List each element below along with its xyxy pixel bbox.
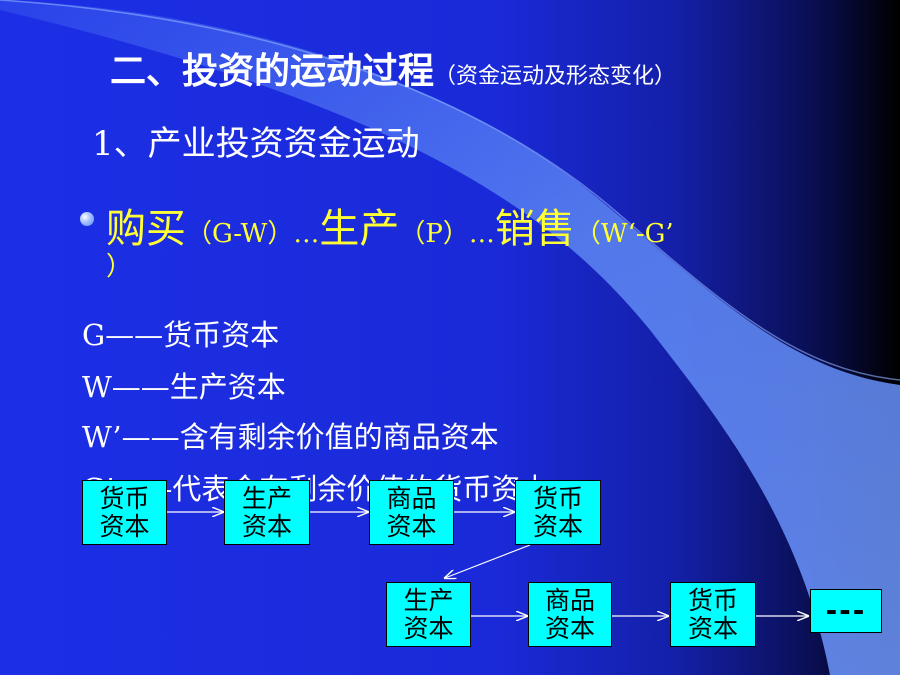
box-line: 商品: [544, 585, 595, 615]
box-line: 货币: [532, 483, 583, 513]
box-line: 资本: [241, 511, 292, 541]
flow-box-commodity-2: 商品 资本: [528, 582, 612, 647]
box-line: 资本: [386, 511, 437, 541]
bullet-line-2: ）: [106, 252, 133, 282]
flow-box-money-1: 货币 资本: [82, 480, 167, 545]
bullet-buy-code: （G-W）…: [186, 219, 320, 249]
flow-box-production-2: 生产 资本: [386, 582, 471, 647]
flow-box-money-2: 货币 资本: [515, 480, 601, 545]
flow-box-production-1: 生产 资本: [224, 480, 310, 545]
arrow-4: [445, 544, 531, 578]
flow-box-money-3: 货币 资本: [670, 582, 756, 647]
slide-title: 二、投资的运动过程（资金运动及形态变化）: [110, 42, 676, 94]
title-main: 二、投资的运动过程: [110, 51, 435, 92]
flow-box-continuation: ---: [810, 589, 882, 633]
box-line: 货币: [99, 483, 150, 513]
bullet-line-1: 购买（G-W）…生产（P）…销售（W‘-G’: [106, 196, 674, 254]
bullet-buy: 购买: [106, 206, 186, 252]
box-line: 生产: [241, 483, 292, 513]
box-line: 资本: [99, 511, 150, 541]
flow-box-commodity-1: 商品 资本: [369, 480, 454, 545]
bullet-sell: 销售: [494, 206, 575, 252]
box-line: 资本: [687, 613, 738, 643]
box-line: 商品: [386, 483, 437, 513]
bullet-icon: [80, 212, 94, 226]
box-line: 货币: [687, 585, 738, 615]
title-sub: （资金运动及形态变化）: [434, 64, 677, 89]
bullet-produce-code: （P）…: [399, 219, 495, 249]
definition-g: G——货币资本: [82, 318, 280, 352]
bullet-sell-code: （W‘-G’: [574, 219, 674, 249]
definition-w: W——生产资本: [82, 370, 286, 404]
box-line: 资本: [403, 613, 454, 643]
box-line: 资本: [532, 511, 583, 541]
section-subtitle: 1、产业投资资金运动: [92, 124, 420, 164]
definition-w-prime: W’——含有剩余价值的商品资本: [82, 420, 499, 454]
box-line: 资本: [544, 613, 595, 643]
box-line: 生产: [403, 585, 454, 615]
bullet-produce: 生产: [319, 206, 400, 252]
